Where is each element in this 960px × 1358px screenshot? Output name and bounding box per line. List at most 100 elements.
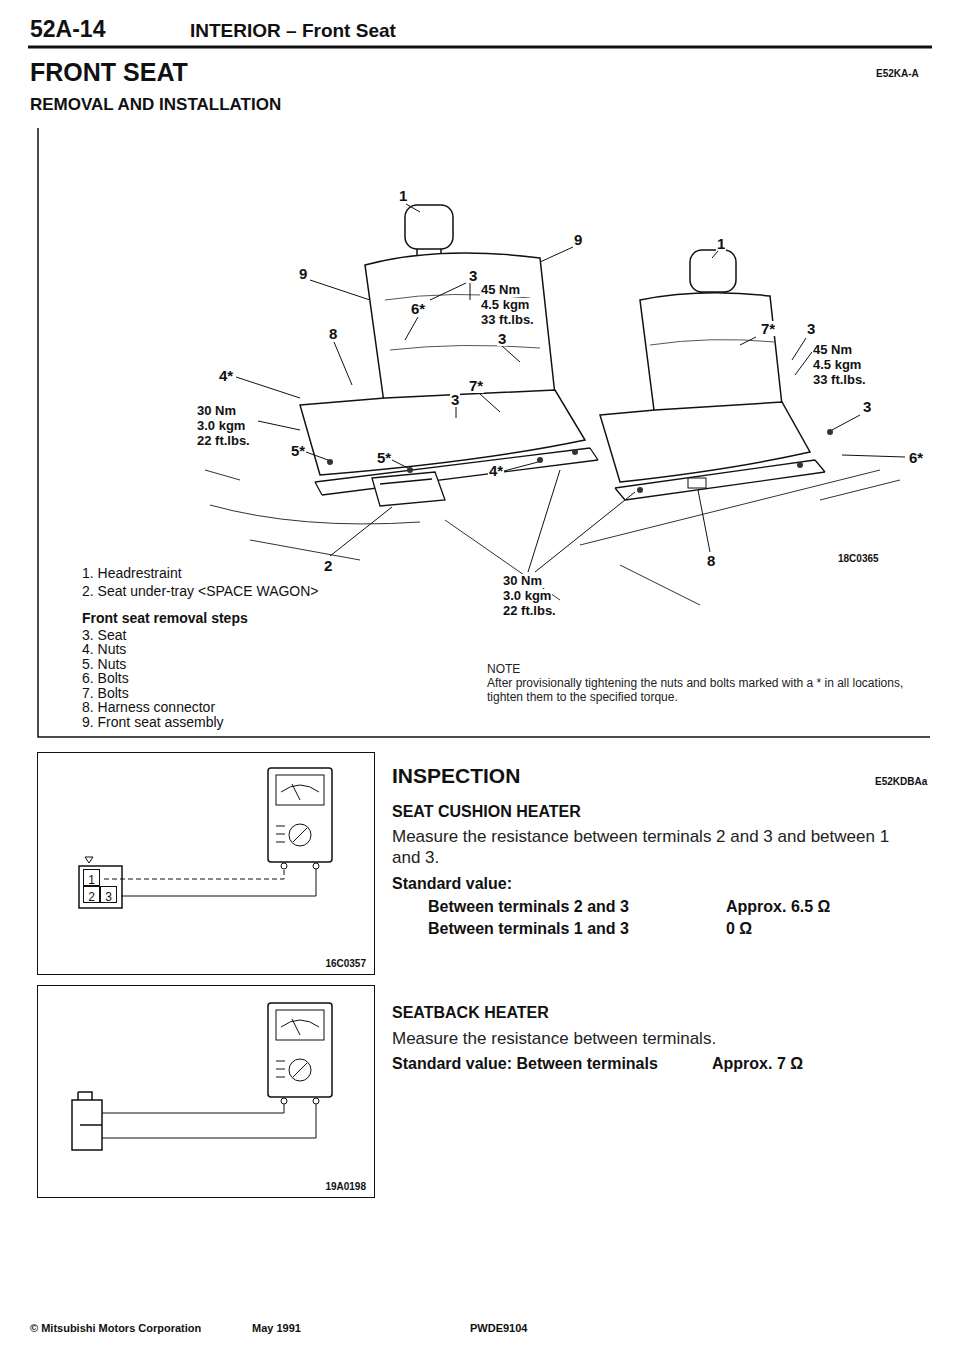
test-lead (102, 1104, 284, 1113)
callout-number: 9 (573, 232, 583, 247)
meter-scale (276, 826, 307, 842)
terminal-cell: 1 (83, 869, 100, 886)
note-text: After provisionally tightening the nuts … (487, 676, 917, 705)
callout-number: 3 (806, 321, 816, 336)
under-tray (372, 472, 445, 506)
terminal-cell: 2 (83, 886, 100, 903)
step-item: 8. Harness connector (82, 700, 215, 714)
seat-cushion (600, 402, 810, 482)
meter-needle (281, 1019, 319, 1035)
code-mark: E52KA-A (876, 68, 919, 80)
subheading: REMOVAL AND INSTALLATION (30, 95, 281, 115)
figure-code: 16C0357 (325, 958, 366, 969)
part-name: 1. Headrestraint (82, 566, 182, 580)
meter-dial (276, 775, 324, 805)
spec-value: Approx. 6.5 Ω (726, 898, 830, 916)
callout-number: 1 (716, 236, 726, 251)
callout-number: 8 (706, 553, 716, 568)
bolt (797, 462, 803, 468)
copyright: © Mitsubishi Motors Corporation (30, 1322, 201, 1335)
note-heading: NOTE (487, 662, 520, 676)
subheading: SEAT CUSHION HEATER (392, 803, 581, 821)
callout-number: 7* (760, 321, 776, 336)
meter-dial (276, 1010, 324, 1040)
terminal-number: 3 (103, 890, 114, 905)
callout-number: 9 (298, 266, 308, 281)
harness-connector (688, 478, 706, 488)
probe-terminal (313, 863, 319, 869)
instruction: Measure the resistance between terminals… (392, 1028, 716, 1049)
figure-code: 19A0198 (325, 1181, 366, 1192)
spec-name: Standard value: Between terminals (392, 1055, 658, 1073)
callout-number: 3 (862, 399, 872, 414)
headrest (405, 205, 453, 249)
connector-mark (85, 857, 93, 863)
ohmmeter (268, 768, 332, 862)
step-item: 7. Bolts (82, 686, 129, 700)
meter-needle (281, 784, 319, 800)
step-item: 4. Nuts (82, 642, 126, 656)
figure-frame: 19A0198 (37, 985, 375, 1198)
callout-number: 1 (398, 188, 408, 203)
terminal-cell: 3 (100, 886, 117, 903)
seat-cushion (300, 390, 585, 475)
step-item: 6. Bolts (82, 671, 129, 685)
bolt (572, 449, 578, 455)
seat-rail (315, 448, 598, 495)
bolts (327, 429, 833, 493)
meter-scale (276, 1061, 307, 1077)
page-title: FRONT SEAT (30, 58, 188, 87)
section-heading: INSPECTION (392, 764, 520, 788)
torque-value: 33 ft.lbs. (480, 313, 535, 327)
leader-lines (236, 204, 905, 572)
bolt (637, 487, 643, 493)
callout-number: 8 (328, 326, 338, 341)
ohmmeter (268, 1003, 332, 1097)
seat-seam (650, 340, 775, 345)
step-item: 3. Seat (82, 628, 126, 642)
test-lead (102, 1104, 316, 1138)
torque-value: 4.5 kgm (480, 298, 530, 312)
callout-number: 2 (323, 558, 333, 573)
torque-value: 22 ft.lbs. (196, 434, 251, 448)
torque-value: 4.5 kgm (812, 358, 862, 372)
figure-code: 18C0365 (838, 553, 879, 565)
probe-terminal (313, 1098, 319, 1104)
callout-number: 7* (468, 378, 484, 393)
callout-number: 6* (908, 450, 924, 465)
callout-number: 4* (488, 463, 504, 478)
seat-seam (385, 294, 540, 350)
spec-value: 0 Ω (726, 920, 752, 938)
callout-number: 3 (468, 268, 478, 283)
doc-code: PWDE9104 (470, 1322, 527, 1335)
test-lead (121, 869, 316, 896)
callout-number: 5* (290, 443, 306, 458)
code-mark: E52KDBAa (875, 776, 927, 788)
step-item: 9. Front seat assembly (82, 715, 224, 729)
torque-value: 45 Nm (480, 283, 521, 297)
spec-name: Between terminals 2 and 3 (428, 898, 629, 916)
connector-housing (79, 866, 122, 908)
torque-value: 33 ft.lbs. (812, 373, 867, 387)
callout-number: 3 (497, 331, 507, 346)
callout-number: 6* (410, 301, 426, 316)
instruction: Measure the resistance between terminals… (392, 826, 892, 869)
figure-frame: 16C0357 123 (37, 752, 375, 975)
probe-terminal (281, 863, 287, 869)
torque-value: 3.0 kgm (196, 419, 246, 433)
header-rule (28, 46, 932, 49)
seat-rail (615, 460, 825, 500)
seatback (365, 253, 555, 410)
torque-value: 30 Nm (196, 404, 237, 418)
torque-value: 22 ft.lbs. (502, 604, 557, 618)
spec-value: Approx. 7 Ω (712, 1055, 803, 1073)
section-frame (38, 128, 930, 737)
torque-value: 3.0 kgm (502, 589, 552, 603)
probe-terminal (281, 1098, 287, 1104)
subheading: SEATBACK HEATER (392, 1004, 549, 1022)
part-name: 2. Seat under-tray <SPACE WAGON> (82, 584, 319, 598)
page-number: 52A-14 (30, 16, 105, 42)
section-header: INTERIOR – Front Seat (190, 20, 396, 42)
step-item: 5. Nuts (82, 657, 126, 671)
